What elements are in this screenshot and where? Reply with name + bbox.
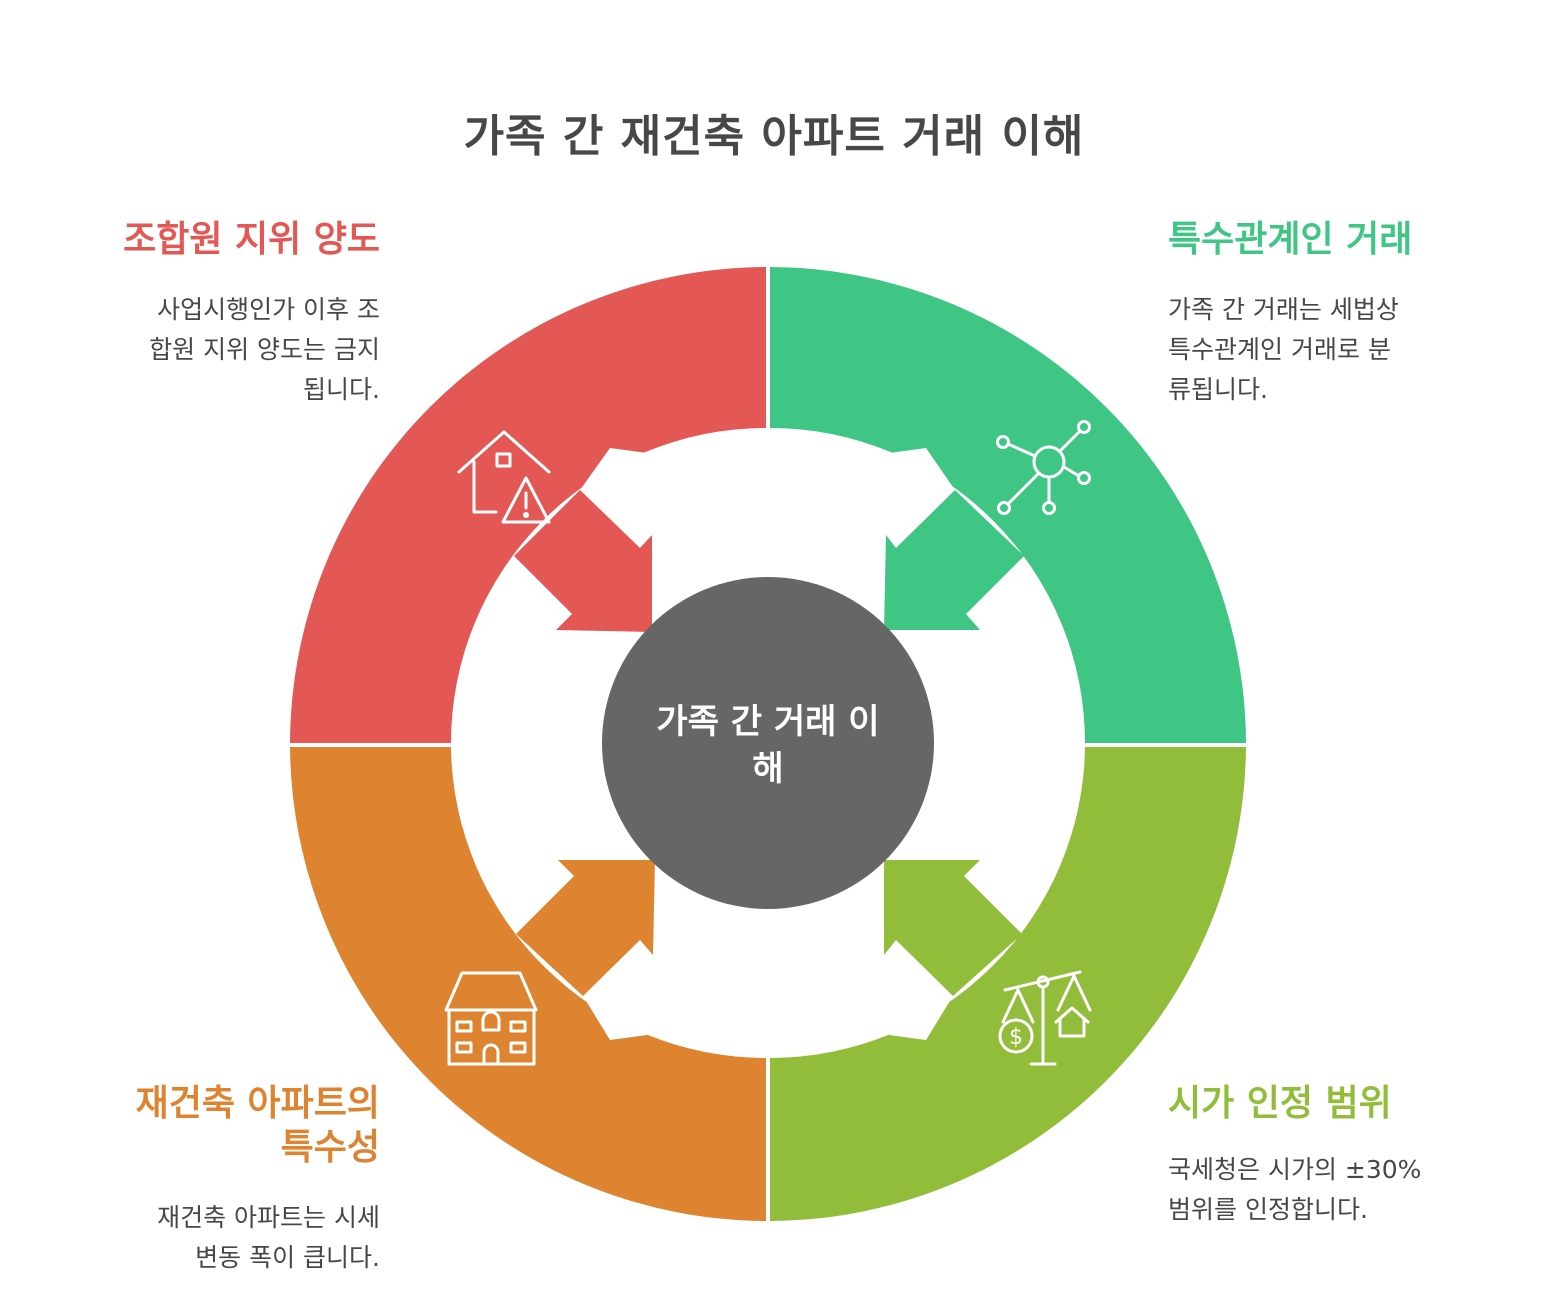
desc-line: 됩니다.	[303, 375, 380, 404]
title-line: 특수성	[280, 1127, 380, 1168]
desc-line: 가족 간 거래는 세법상	[1168, 295, 1399, 324]
notch-bottom-right	[874, 940, 953, 1040]
arrow-bottom-left	[516, 860, 655, 996]
desc-line: 특수관계인 거래로 분	[1168, 335, 1391, 364]
svg-text:$: $	[1009, 1025, 1023, 1050]
section-desc-reconstruction: 재건축 아파트는 시세 변동 폭이 큽니다.	[40, 1198, 380, 1278]
section-title-related-party: 특수관계인 거래	[1168, 219, 1413, 260]
desc-line: 국세청은 시가의 ±30%	[1168, 1155, 1422, 1184]
network-hub-icon	[996, 420, 1091, 515]
desc-line: 변동 폭이 큽니다.	[195, 1243, 380, 1272]
arrow-top-left	[514, 490, 652, 632]
page-title: 가족 간 재건축 아파트 거래 이해	[463, 111, 1085, 162]
section-title-market-value: 시가 인정 범위	[1168, 1083, 1392, 1124]
arrow-top-right	[884, 490, 1024, 630]
desc-line: 재건축 아파트는 시세	[157, 1203, 380, 1232]
house-warning-icon	[457, 430, 551, 524]
desc-line: 범위를 인정합니다.	[1168, 1195, 1368, 1224]
notch-bottom-left	[583, 940, 662, 1040]
center-circle	[602, 577, 934, 909]
desc-line: 사업시행인가 이후 조	[157, 295, 380, 324]
segment-bottom-right	[770, 747, 1246, 1221]
section-title-reconstruction: 재건축 아파트의 특수성	[40, 1082, 380, 1170]
title-line: 재건축 아파트의	[135, 1083, 380, 1124]
section-title-member-transfer: 조합원 지위 양도	[123, 219, 380, 260]
scale-balance-icon: $	[998, 970, 1092, 1066]
notch-top-right	[874, 448, 955, 548]
center-label-line2: 해	[752, 749, 783, 789]
arrow-bottom-right	[884, 860, 1022, 996]
desc-line: 합원 지위 양도는 금지	[149, 335, 380, 364]
center-label-line1: 가족 간 거래 이	[656, 702, 879, 742]
section-desc-member-transfer: 사업시행인가 이후 조 합원 지위 양도는 금지 됩니다.	[60, 290, 380, 410]
desc-line: 류됩니다.	[1168, 375, 1268, 404]
apartment-building-icon	[444, 971, 538, 1066]
segment-top-left	[290, 267, 766, 743]
section-desc-market-value: 국세청은 시가의 ±30% 범위를 인정합니다.	[1168, 1150, 1508, 1230]
segment-bottom-left	[290, 747, 766, 1221]
section-desc-related-party: 가족 간 거래는 세법상 특수관계인 거래로 분 류됩니다.	[1168, 290, 1508, 410]
notch-top-left	[580, 448, 662, 548]
